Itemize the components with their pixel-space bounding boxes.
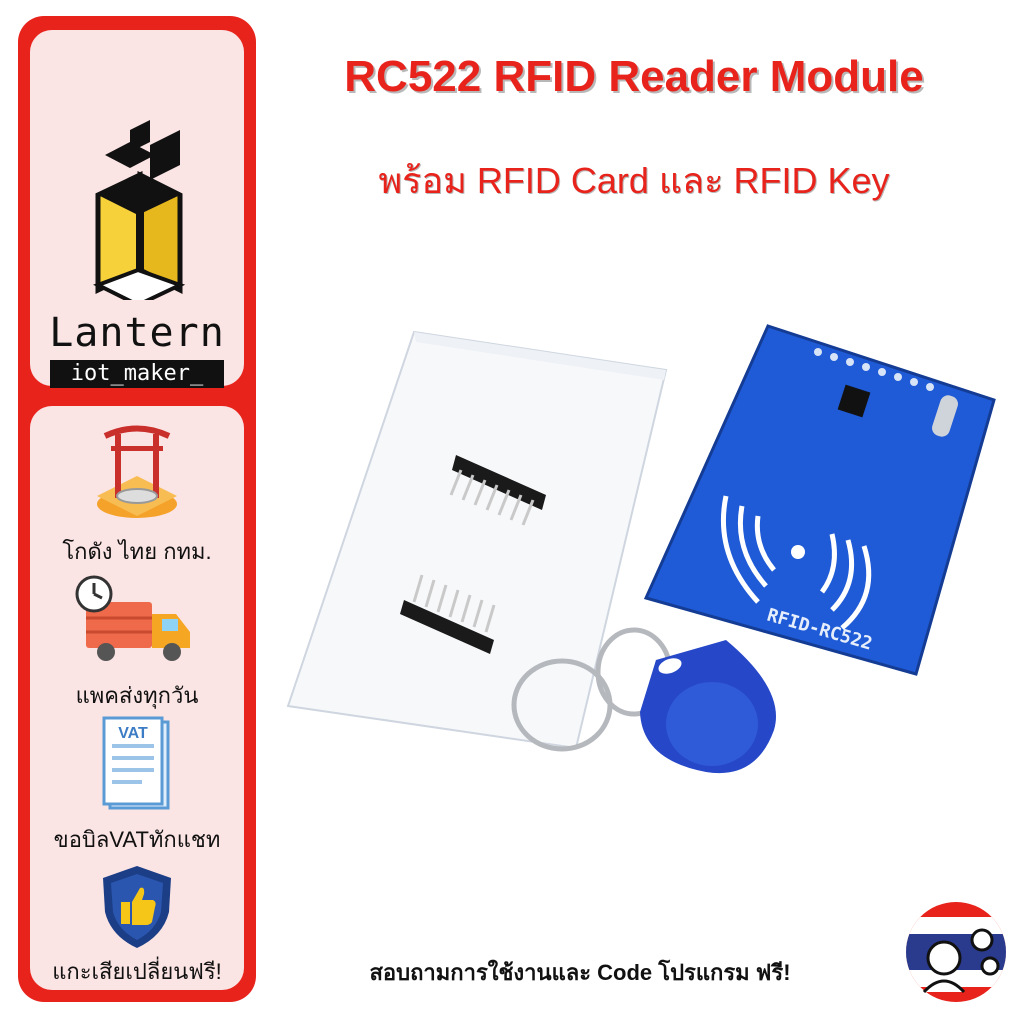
footer-note: สอบถามการใช้งานและ Code โปรแกรม ฟรี! (369, 960, 791, 985)
sidebar: Lantern iot_maker_ โกดัง ไทย กทม. (18, 16, 256, 1002)
thumbs-up-shield-icon (103, 866, 171, 948)
brand-panel: Lantern iot_maker_ (30, 30, 244, 388)
product-image: RFID-RC522 (286, 324, 996, 774)
pin-header-image-2 (400, 574, 496, 654)
feature-warehouse-label: โกดัง ไทย กทม. (62, 539, 212, 564)
warehouse-gate-icon (97, 425, 177, 518)
vat-badge: VAT (118, 725, 148, 742)
feature-vat-label: ขอบิลVATทักแชท (53, 827, 221, 852)
feature-warranty-label: แกะเสียเปลี่ยนฟรี! (52, 959, 222, 984)
lantern-logo-icon (93, 120, 186, 300)
pin-header-image (449, 455, 546, 526)
features-panel: โกดัง ไทย กทม. แพคส่งทุกวัน VAT ขอบิลVAT… (30, 406, 244, 990)
rc522-module-image: RFID-RC522 (643, 324, 996, 676)
vat-invoice-icon: VAT (102, 716, 170, 810)
brand-tagline: iot_maker_ (50, 360, 224, 388)
thai-flag-support-icon (906, 902, 1006, 1002)
rfid-card-image (286, 330, 668, 750)
delivery-truck-icon (75, 575, 190, 661)
page-title: RC522 RFID Reader Module (344, 52, 924, 101)
rfid-key-tag-image (511, 627, 776, 774)
feature-shipping-label: แพคส่งทุกวัน (75, 683, 199, 708)
brand-name: Lantern (49, 310, 225, 356)
page-subtitle: พร้อม RFID Card และ RFID Key (378, 160, 890, 201)
